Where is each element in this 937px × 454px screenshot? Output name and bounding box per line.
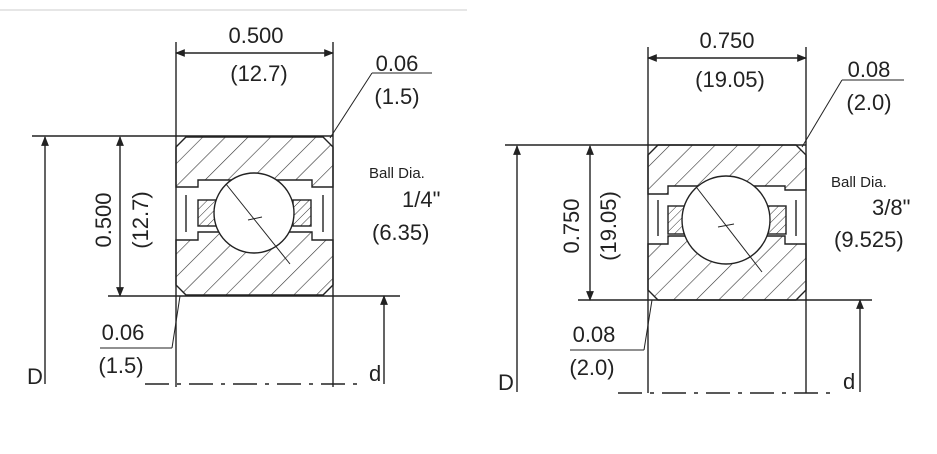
cage-right: [292, 199, 312, 227]
inner-diameter-label: d: [843, 369, 855, 394]
outer-diameter-label: D: [498, 370, 514, 395]
outer-diameter-label: D: [27, 364, 43, 389]
width-inch-label: 0.500: [228, 23, 283, 48]
ball: [213, 172, 295, 254]
chamfer-top-inch-label: 0.08: [848, 57, 891, 82]
inner-ring: [647, 235, 807, 301]
ball-diameter-mm: (9.525): [834, 227, 904, 252]
ball-diameter-mm: (6.35): [372, 220, 429, 245]
height-inch-label: 0.750: [559, 198, 584, 253]
chamfer-bottom-mm-label: (2.0): [569, 355, 614, 380]
width-inch-label: 0.750: [699, 28, 754, 53]
outer-ring: [647, 144, 807, 195]
width-mm-label: (12.7): [230, 61, 287, 86]
ball: [681, 175, 771, 265]
chamfer-top-mm-label: (1.5): [374, 84, 419, 109]
ball-diameter-inch: 1/4": [402, 187, 440, 212]
chamfer-top-mm-label: (2.0): [846, 90, 891, 115]
chamfer-bottom-inch-label: 0.08: [573, 322, 616, 347]
chamfer-bottom-inch-label: 0.06: [102, 320, 145, 345]
chamfer-bottom-mm-label: (1.5): [98, 353, 143, 378]
ball-diameter-inch: 3/8": [872, 195, 910, 220]
ball-diameter-label: Ball Dia.: [831, 174, 887, 191]
width-mm-label: (19.05): [695, 67, 765, 92]
height-mm-label: (12.7): [128, 191, 153, 248]
bearing-drawing-left: [32, 42, 432, 387]
height-inch-label: 0.500: [91, 192, 116, 247]
inner-diameter-label: d: [369, 361, 381, 386]
bearing-drawing-right: [505, 47, 904, 394]
height-mm-label: (19.05): [596, 191, 621, 261]
chamfer-top-inch-label: 0.06: [376, 51, 419, 76]
outer-ring: [175, 136, 334, 188]
inner-ring: [175, 231, 334, 296]
ball-diameter-label: Ball Dia.: [369, 165, 425, 182]
